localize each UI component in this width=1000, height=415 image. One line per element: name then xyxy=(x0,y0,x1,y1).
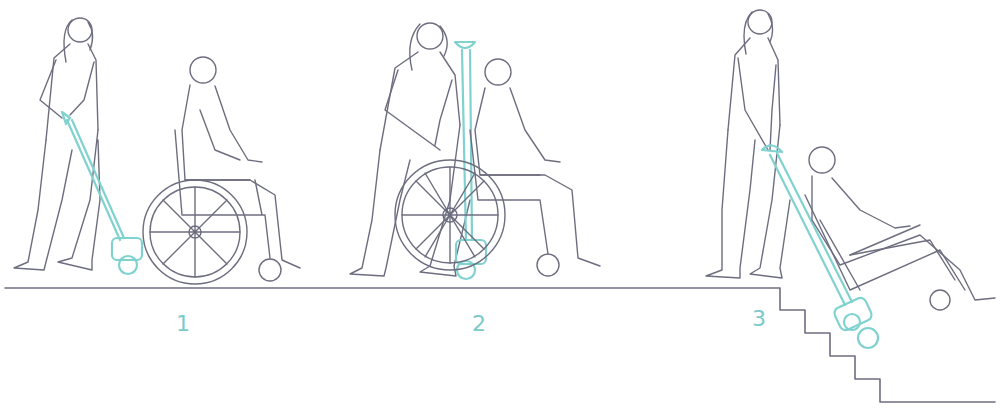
stair-climber xyxy=(762,145,878,348)
woman-figure xyxy=(350,23,470,276)
man-figure xyxy=(182,57,300,268)
stair-climber xyxy=(62,112,142,274)
callout-number: 2 xyxy=(472,313,486,335)
callout-number: 3 xyxy=(752,308,766,330)
man-figure xyxy=(475,59,600,266)
floor xyxy=(5,288,995,402)
man-figure xyxy=(809,147,995,300)
callout-number: 1 xyxy=(176,313,190,335)
wheelchair xyxy=(143,130,281,284)
woman-figure xyxy=(14,18,100,270)
woman-figure xyxy=(706,10,790,278)
